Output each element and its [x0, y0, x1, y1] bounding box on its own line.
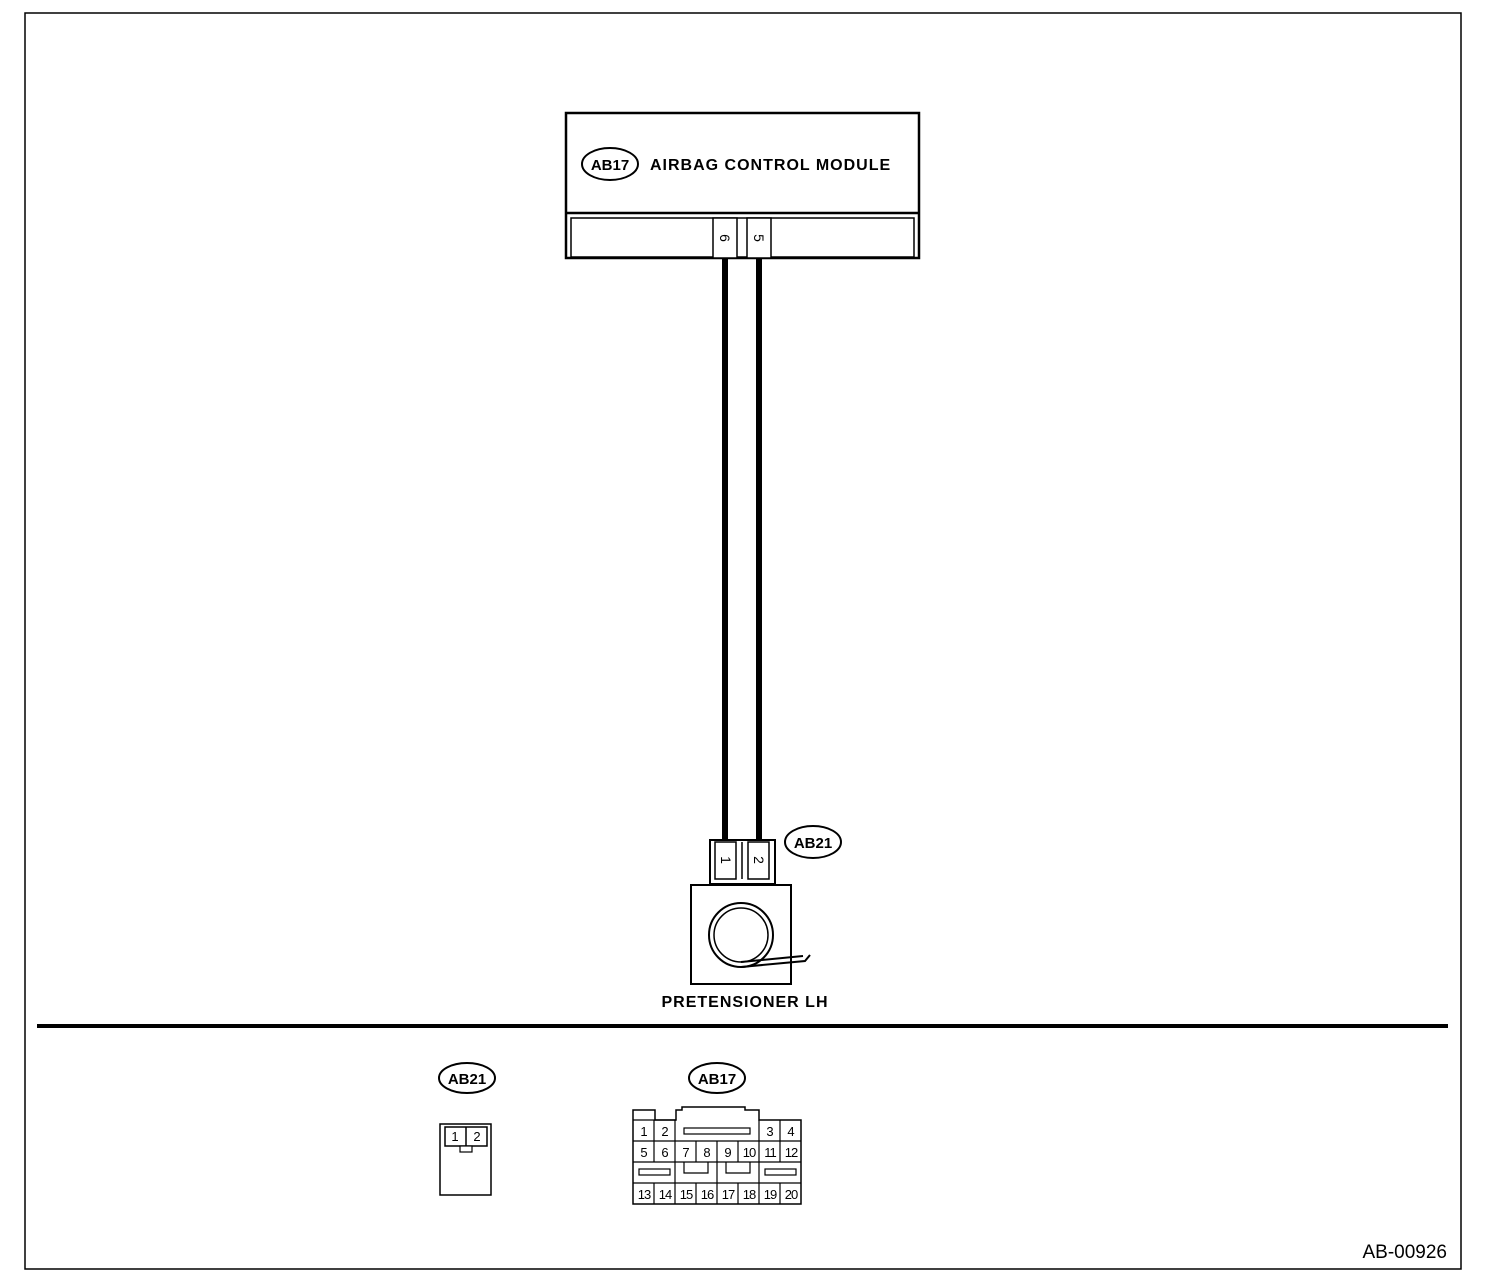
legend-ab17-pin: 20 — [785, 1187, 798, 1202]
legend-ab17-pin: 8 — [703, 1145, 710, 1160]
legend-ab17-connector: AB17 1 2 3 — [632, 1062, 802, 1205]
module-badge-text: AB17 — [591, 157, 629, 174]
legend-ab17-pin: 14 — [659, 1187, 672, 1202]
module-label: AIRBAG CONTROL MODULE — [650, 157, 891, 174]
pretensioner-lh: 1 2 AB21 PRETENSIONER LH — [661, 825, 842, 1011]
legend-ab17-pin: 12 — [785, 1145, 798, 1160]
legend-ab17-pin: 9 — [724, 1145, 731, 1160]
pretensioner-badge — [784, 825, 842, 859]
legend-ab17-pin: 13 — [638, 1187, 651, 1202]
legend-ab21-pin-2: 2 — [473, 1129, 480, 1144]
pretensioner-body — [690, 884, 792, 985]
legend-ab21-connector: AB21 1 2 — [438, 1062, 496, 1196]
legend-ab17-pin: 1 — [640, 1124, 647, 1139]
legend-ab21-badge: AB21 — [448, 1071, 486, 1088]
module-badge — [581, 147, 639, 181]
legend-ab21-pin-1: 1 — [451, 1129, 458, 1144]
outer-frame — [24, 12, 1462, 1270]
pretensioner-pin-2: 2 — [751, 856, 767, 864]
legend-ab17-pin-labels: 1 2 3 4 5 6 7 8 9 10 11 12 13 14 15 16 1… — [638, 1124, 799, 1202]
legend-ab17-pin: 15 — [680, 1187, 693, 1202]
module-pin-6: 6 — [717, 234, 733, 242]
airbag-control-module: 6 5 AB17 AIRBAG CONTROL MODULE — [564, 111, 921, 260]
legend-ab17-pin: 2 — [661, 1124, 668, 1139]
figure-reference: AB-00926 — [1362, 1242, 1447, 1263]
legend-ab17-pin: 6 — [661, 1145, 668, 1160]
pretensioner-pin-1: 1 — [718, 856, 734, 864]
pretensioner-label: PRETENSIONER LH — [661, 994, 828, 1011]
legend-ab17-pin: 5 — [640, 1145, 647, 1160]
legend-ab17-pin: 11 — [764, 1145, 776, 1160]
legend-ab17-pin: 18 — [743, 1187, 756, 1202]
legend-ab17-pin: 16 — [701, 1187, 714, 1202]
legend-ab17-pin: 3 — [766, 1124, 773, 1139]
legend-ab17-pin: 7 — [682, 1145, 689, 1160]
legend-ab17-pin: 10 — [743, 1145, 756, 1160]
legend-ab17-pin: 19 — [764, 1187, 777, 1202]
legend-ab17-pin: 17 — [722, 1187, 735, 1202]
harness-wires — [722, 258, 762, 842]
module-pin-5: 5 — [751, 234, 767, 242]
legend-ab17-badge: AB17 — [698, 1071, 736, 1088]
legend-ab17-pin: 4 — [787, 1124, 794, 1139]
pretensioner-badge-text: AB21 — [794, 835, 832, 852]
